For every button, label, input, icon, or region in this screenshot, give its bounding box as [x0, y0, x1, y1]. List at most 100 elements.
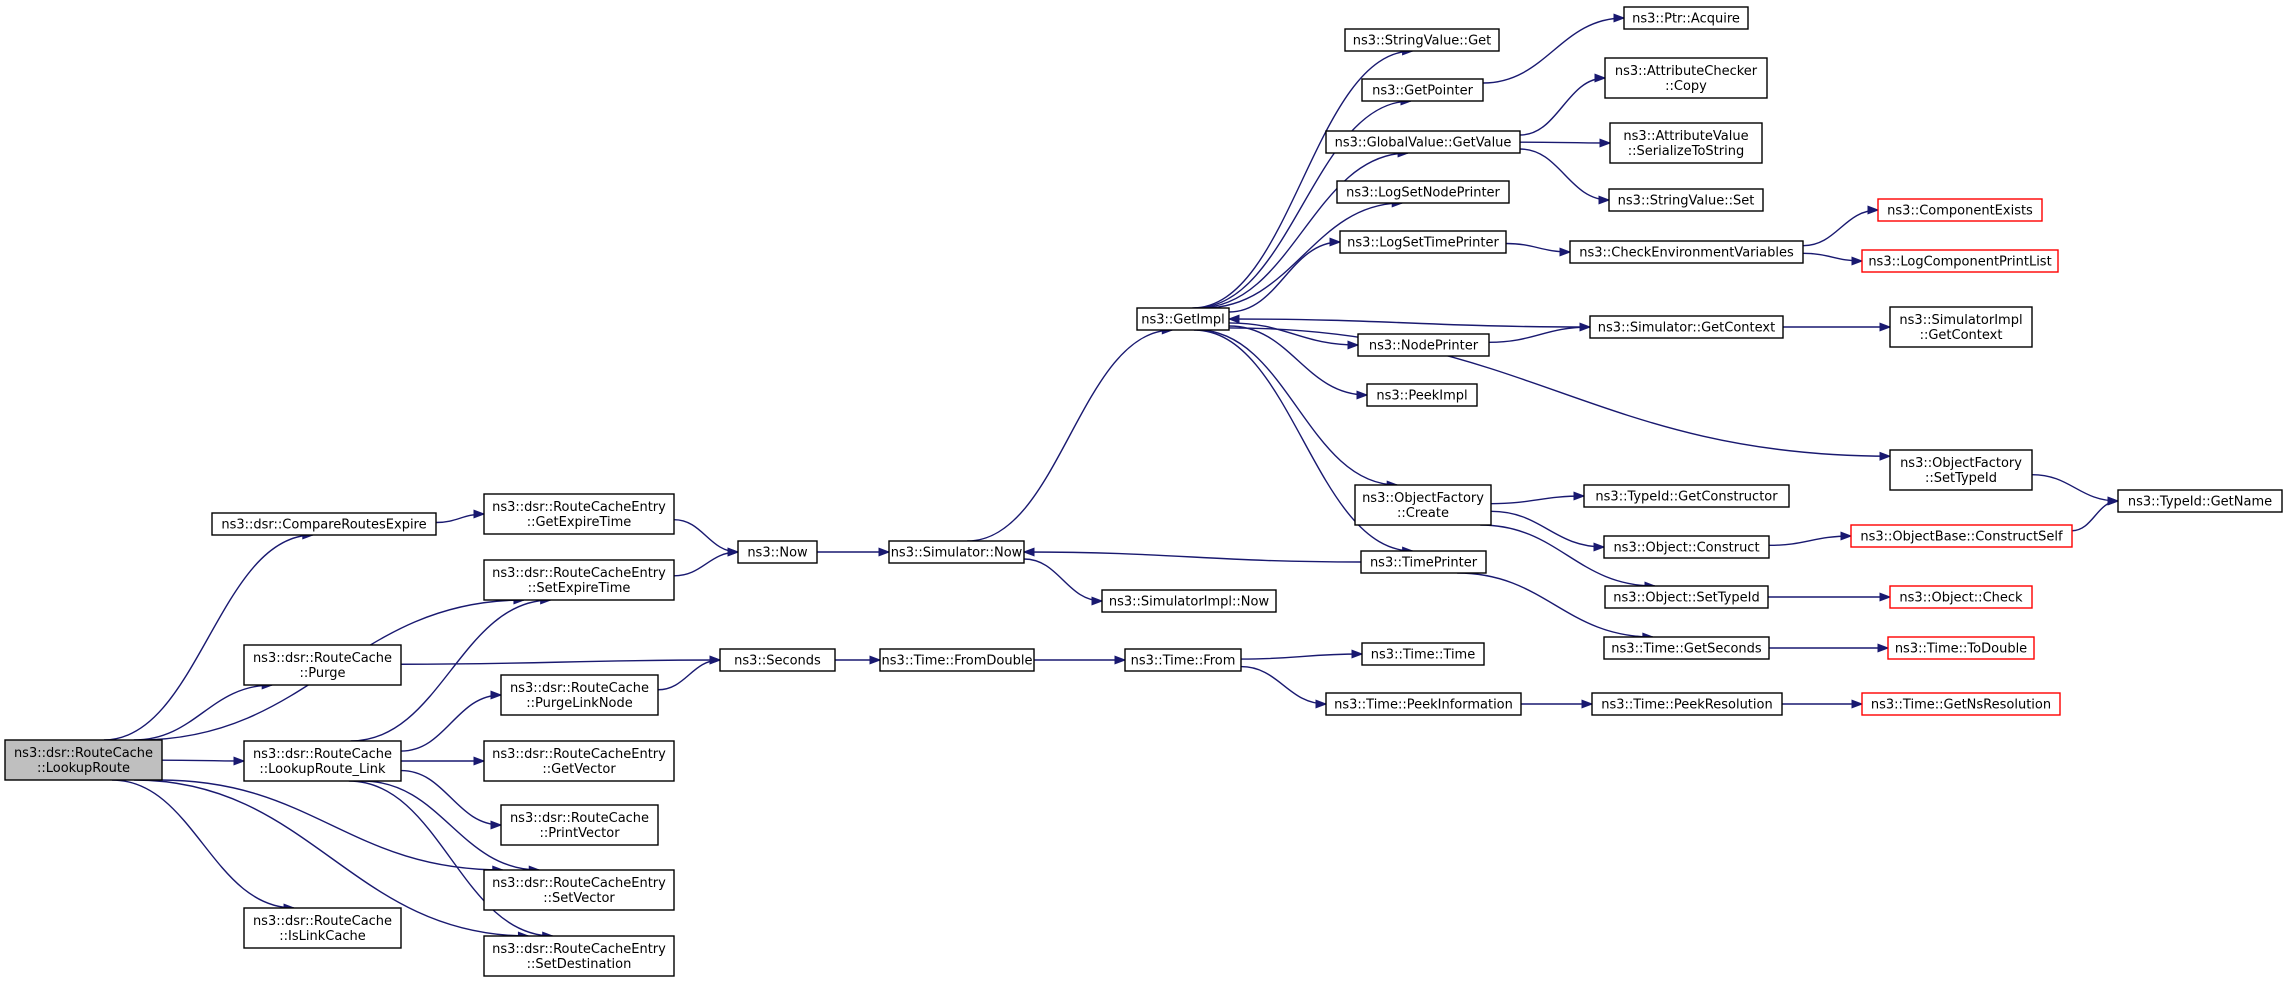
- call-edge: [1519, 141, 1611, 144]
- node-now[interactable]: ns3::Now: [737, 540, 818, 564]
- node-box: [1339, 230, 1507, 254]
- node-get-ns-res[interactable]: ns3::Time::GetNsResolution: [1861, 692, 2061, 716]
- node-label: ns3::ObjectBase::ConstructSelf: [1860, 530, 2063, 545]
- node-get-pointer[interactable]: ns3::GetPointer: [1361, 78, 1484, 102]
- node-label: ns3::StringValue::Set: [1618, 194, 1755, 209]
- node-type-get-name[interactable]: ns3::TypeId::GetName: [2117, 489, 2283, 513]
- node-box: [1591, 692, 1783, 716]
- node-peek-res[interactable]: ns3::Time::PeekResolution: [1591, 692, 1783, 716]
- node-peek-info[interactable]: ns3::Time::PeekInformation: [1325, 692, 1522, 716]
- node-lookup-link[interactable]: ns3::dsr::RouteCache::LookupRoute_Link: [243, 740, 402, 782]
- node-box: [243, 740, 402, 782]
- node-set-expire[interactable]: ns3::dsr::RouteCacheEntry::SetExpireTime: [483, 559, 675, 601]
- node-box: [483, 493, 675, 535]
- node-to-double[interactable]: ns3::Time::ToDouble: [1887, 636, 2035, 660]
- arrowhead: [709, 655, 722, 665]
- node-comp-exists[interactable]: ns3::ComponentExists: [1877, 198, 2043, 222]
- node-sim-impl-now[interactable]: ns3::SimulatorImpl::Now: [1101, 589, 1277, 613]
- node-get-vector[interactable]: ns3::dsr::RouteCacheEntry::GetVector: [483, 740, 675, 782]
- node-of-create[interactable]: ns3::ObjectFactory::Create: [1354, 484, 1492, 526]
- node-box: [1608, 188, 1764, 212]
- node-label: ns3::Object::Construct: [1613, 541, 1759, 556]
- node-get-impl[interactable]: ns3::GetImpl: [1136, 307, 1230, 331]
- node-label: ns3::Time::PeekInformation: [1334, 698, 1513, 713]
- node-box: [500, 674, 659, 716]
- node-sim-get-ctx[interactable]: ns3::Simulator::GetContext: [1589, 315, 1784, 339]
- node-str-get[interactable]: ns3::StringValue::Get: [1344, 28, 1500, 52]
- node-is-link-cache[interactable]: ns3::dsr::RouteCache::IsLinkCache: [243, 907, 402, 949]
- node-obj-base-c-s[interactable]: ns3::ObjectBase::ConstructSelf: [1850, 524, 2073, 548]
- node-node-printer[interactable]: ns3::NodePrinter: [1357, 333, 1490, 357]
- node-label: ::Copy: [1665, 79, 1707, 94]
- node-type-get-ctor[interactable]: ns3::TypeId::GetConstructor: [1583, 484, 1790, 508]
- node-from-double[interactable]: ns3::Time::FromDouble: [879, 648, 1035, 672]
- node-label: ns3::Time::PeekResolution: [1601, 698, 1772, 713]
- node-attr-copy[interactable]: ns3::AttributeChecker::Copy: [1604, 57, 1768, 99]
- node-seconds[interactable]: ns3::Seconds: [719, 648, 836, 672]
- node-log-comp-print[interactable]: ns3::LogComponentPrintList: [1861, 249, 2059, 273]
- arrowhead: [1594, 73, 1607, 83]
- node-label: ::PrintVector: [539, 826, 620, 841]
- node-time-get-sec[interactable]: ns3::Time::GetSeconds: [1603, 636, 1770, 660]
- arrowhead: [2107, 496, 2120, 506]
- arrowhead: [1879, 322, 1892, 332]
- arrowhead: [1879, 451, 1892, 461]
- node-purge[interactable]: ns3::dsr::RouteCache::Purge: [243, 644, 402, 686]
- node-str-set[interactable]: ns3::StringValue::Set: [1608, 188, 1764, 212]
- arrowhead: [1347, 340, 1360, 350]
- node-check-env[interactable]: ns3::CheckEnvironmentVariables: [1569, 240, 1804, 264]
- node-sim-now[interactable]: ns3::Simulator::Now: [888, 540, 1025, 564]
- node-box: [1861, 692, 2061, 716]
- node-ptr-acquire[interactable]: ns3::Ptr::Acquire: [1623, 6, 1749, 30]
- call-edge: [1240, 653, 1363, 660]
- node-log-node[interactable]: ns3::LogSetNodePrinter: [1336, 180, 1510, 204]
- node-label: ns3::GetPointer: [1372, 84, 1473, 99]
- call-edge: [1519, 148, 1610, 201]
- node-time-printer[interactable]: ns3::TimePrinter: [1360, 550, 1487, 574]
- node-time-from[interactable]: ns3::Time::From: [1124, 648, 1242, 672]
- node-label: ns3::Time::Time: [1371, 648, 1475, 663]
- call-edge: [362, 780, 540, 871]
- node-obj-set-type[interactable]: ns3::Object::SetTypeId: [1604, 585, 1769, 609]
- call-edge: [134, 779, 529, 937]
- node-sim-impl-ctx[interactable]: ns3::SimulatorImpl::GetContext: [1889, 306, 2033, 348]
- node-purge-link-node[interactable]: ns3::dsr::RouteCache::PurgeLinkNode: [500, 674, 659, 716]
- node-label: ns3::GetImpl: [1141, 313, 1225, 328]
- node-print-vector[interactable]: ns3::dsr::RouteCache::PrintVector: [500, 804, 659, 846]
- node-gv-get[interactable]: ns3::GlobalValue::GetValue: [1325, 130, 1521, 154]
- node-log-time[interactable]: ns3::LogSetTimePrinter: [1339, 230, 1507, 254]
- node-peek-impl[interactable]: ns3::PeekImpl: [1366, 383, 1478, 407]
- node-label: ns3::dsr::RouteCache: [510, 811, 649, 826]
- call-edge: [657, 659, 721, 691]
- arrowhead: [1573, 491, 1586, 501]
- node-set-vector[interactable]: ns3::dsr::RouteCacheEntry::SetVector: [483, 869, 675, 911]
- node-of-set-type[interactable]: ns3::ObjectFactory::SetTypeId: [1889, 449, 2033, 491]
- node-label: ::GetVector: [542, 762, 616, 777]
- node-label: ns3::Ptr::Acquire: [1632, 12, 1740, 27]
- node-obj-construct[interactable]: ns3::Object::Construct: [1603, 535, 1770, 559]
- node-get-expire[interactable]: ns3::dsr::RouteCacheEntry::GetExpireTime: [483, 493, 675, 535]
- node-set-dest[interactable]: ns3::dsr::RouteCacheEntry::SetDestinatio…: [483, 935, 675, 977]
- node-label: ns3::Seconds: [734, 654, 821, 669]
- node-compare-expire[interactable]: ns3::dsr::CompareRoutesExpire: [211, 512, 437, 536]
- node-time-time[interactable]: ns3::Time::Time: [1361, 642, 1485, 666]
- node-label: ns3::dsr::RouteCache: [253, 651, 392, 666]
- node-root[interactable]: ns3::dsr::RouteCache::LookupRoute: [4, 739, 163, 781]
- call-edge: [348, 780, 553, 937]
- arrowhead: [1022, 547, 1035, 557]
- arrowhead: [727, 547, 740, 557]
- arrowhead: [490, 690, 503, 700]
- node-label: ::GetContext: [1920, 328, 2003, 343]
- node-label: ns3::dsr::RouteCache: [14, 746, 153, 761]
- node-obj-check[interactable]: ns3::Object::Check: [1889, 585, 2033, 609]
- arrowhead: [233, 756, 246, 766]
- call-edge: [967, 329, 1173, 542]
- arrowhead: [1356, 390, 1369, 400]
- node-label: ns3::NodePrinter: [1369, 339, 1479, 354]
- call-edge: [1228, 318, 1591, 328]
- node-attr-ser[interactable]: ns3::AttributeValue::SerializeToString: [1609, 122, 1763, 164]
- node-label: ns3::TimePrinter: [1370, 556, 1478, 571]
- call-edge: [1768, 535, 1852, 547]
- call-edge: [1488, 326, 1591, 343]
